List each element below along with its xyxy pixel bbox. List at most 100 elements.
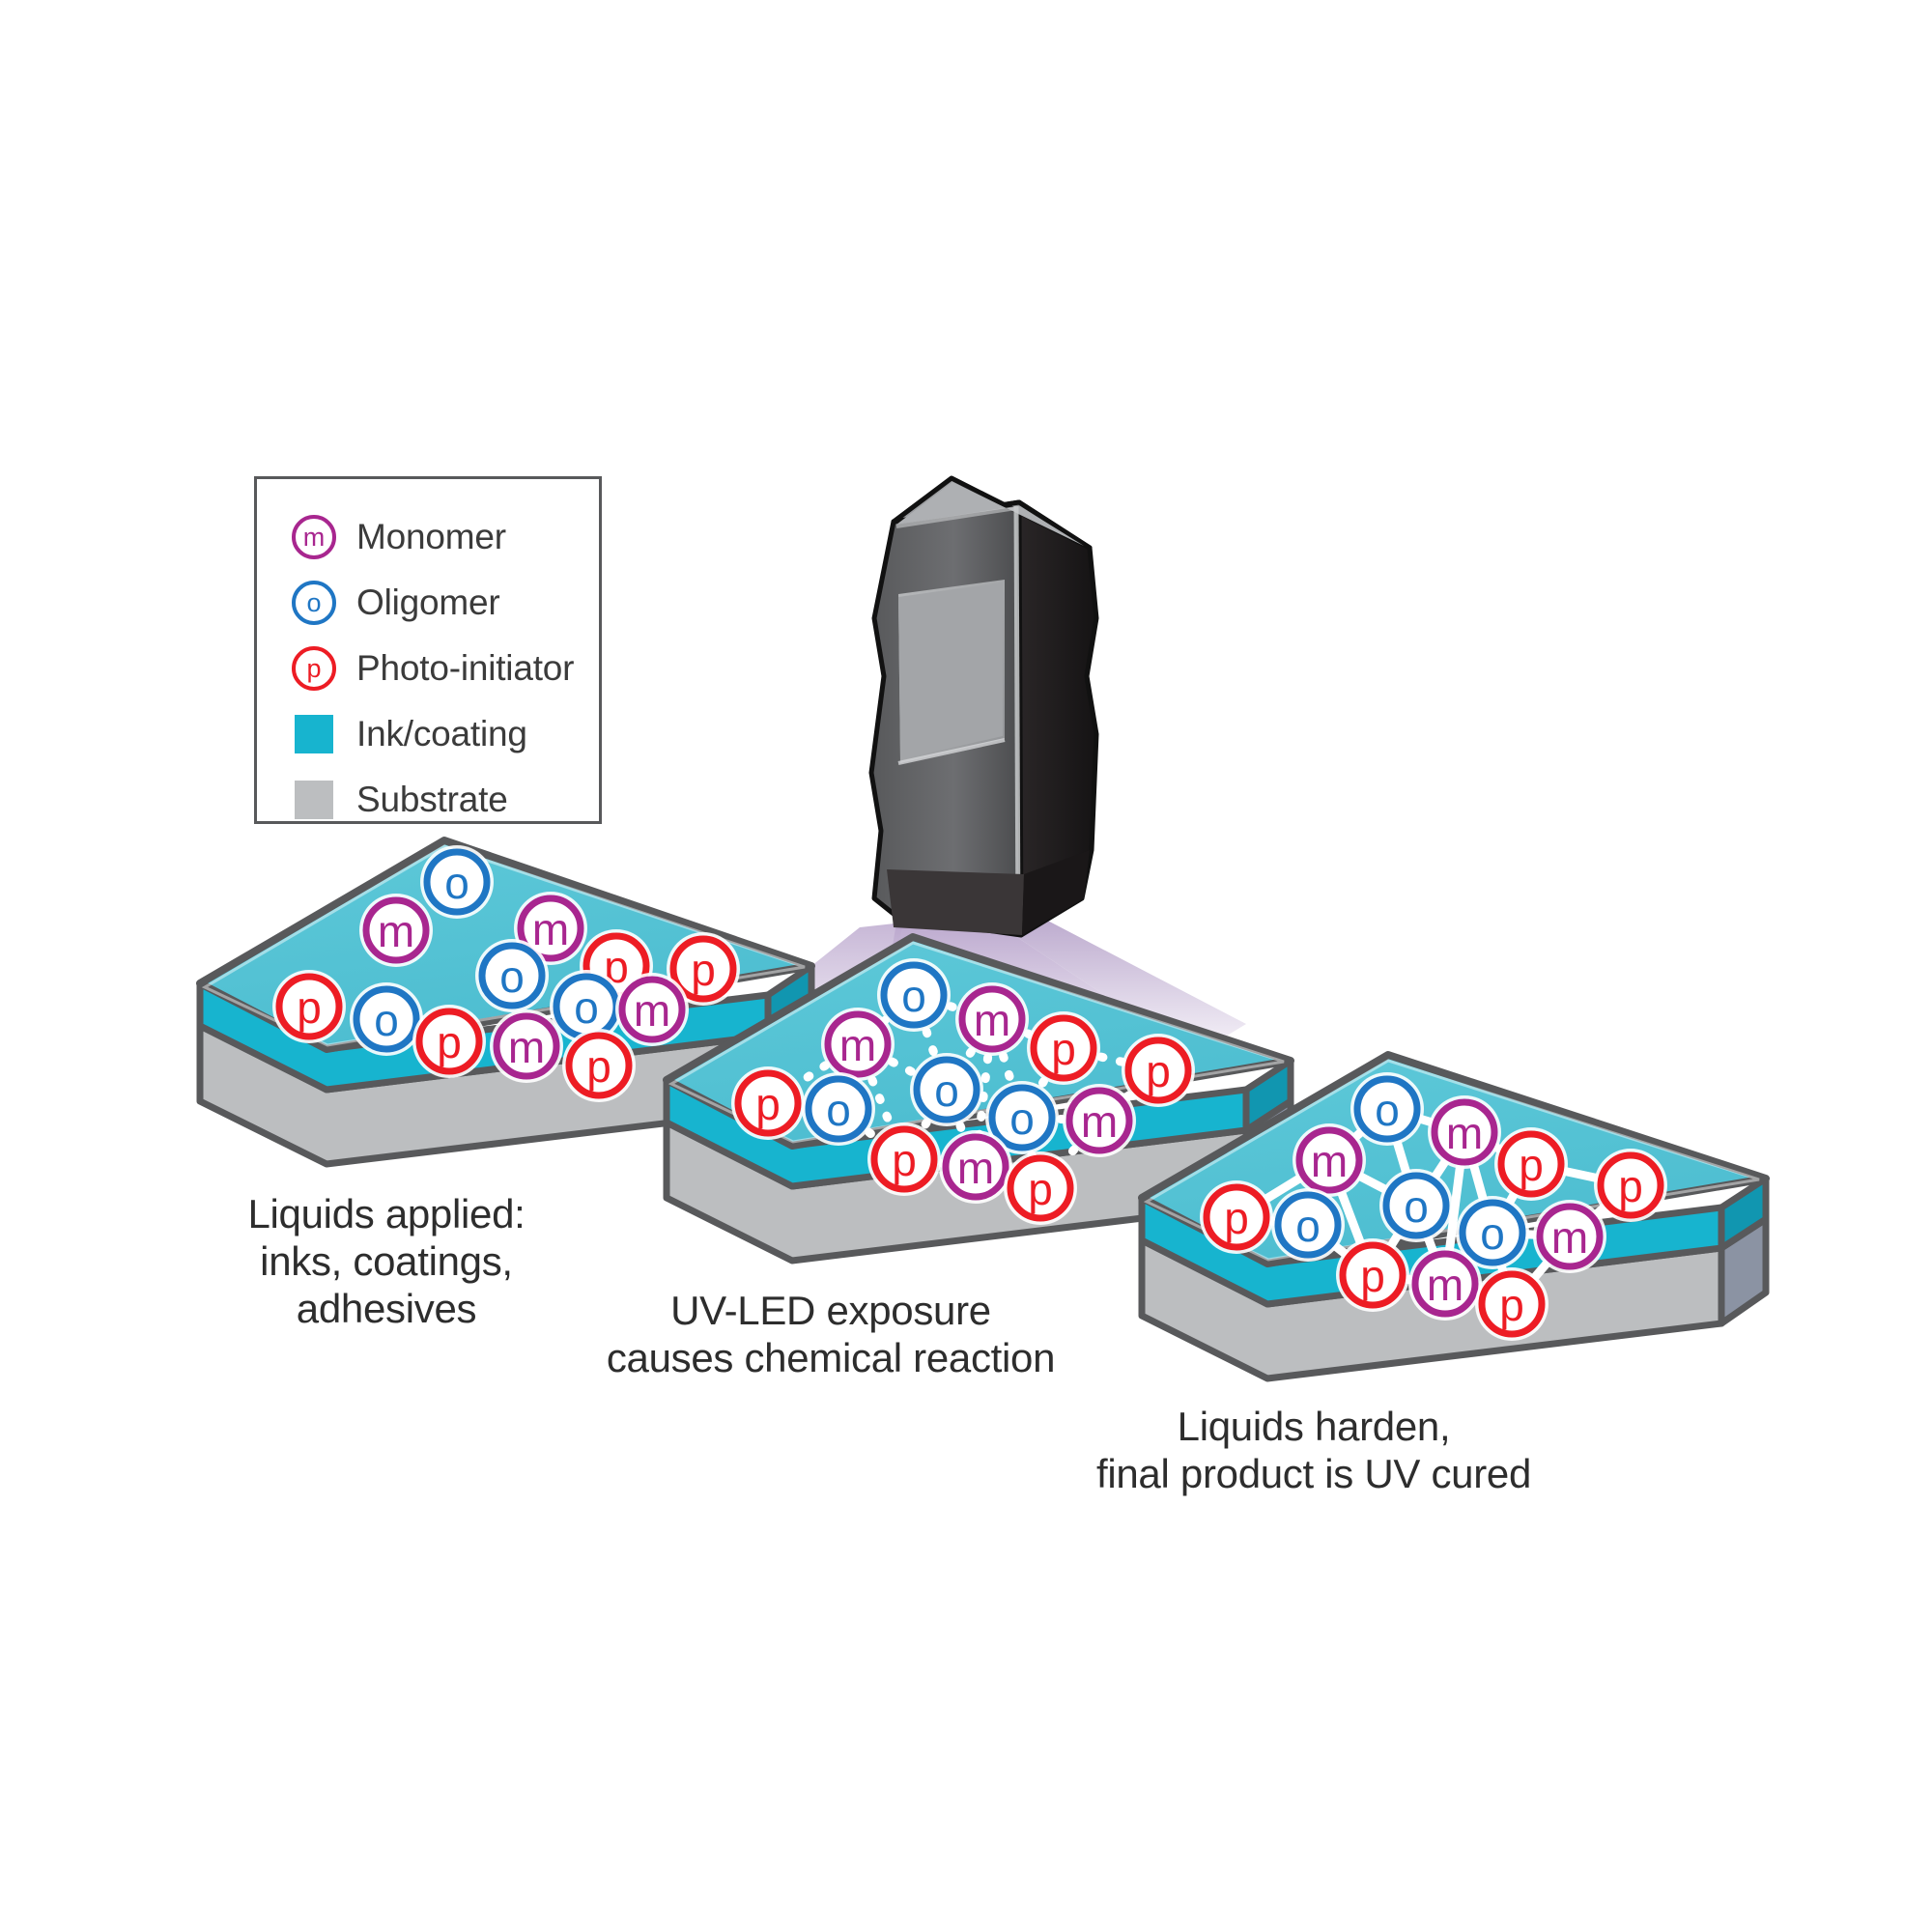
molecule-m: m xyxy=(1293,1123,1366,1197)
bond xyxy=(1017,1113,1104,1125)
molecule-p: p xyxy=(1004,1151,1077,1225)
molecule-p: p xyxy=(1200,1180,1273,1254)
molecule-label: p xyxy=(691,945,716,995)
legend-label-ink-coating: Ink/coating xyxy=(356,714,527,753)
molecule-label: m xyxy=(1311,1136,1348,1186)
bond xyxy=(834,1104,909,1164)
molecule-label: o xyxy=(1375,1085,1400,1135)
molecule-label: p xyxy=(1360,1251,1385,1301)
molecule-p: p xyxy=(562,1029,636,1102)
molecule-o: o xyxy=(1379,1169,1453,1242)
molecule-label: m xyxy=(957,1143,994,1193)
molecule-o: o xyxy=(1271,1188,1345,1262)
bond xyxy=(909,990,997,1024)
molecule-p: p xyxy=(1336,1238,1409,1312)
molecule-p: p xyxy=(667,932,740,1006)
molecule-label: p xyxy=(437,1017,462,1067)
caption-uv-led-exposure: UV-LED exposure causes chemical reaction xyxy=(606,1288,1056,1381)
photo-initiator-icon: p xyxy=(290,644,338,693)
uv-led-lamp xyxy=(868,475,1099,938)
molecule-o: o xyxy=(985,1081,1059,1154)
molecule-label: m xyxy=(378,906,414,956)
molecule-o: o xyxy=(475,939,549,1012)
molecule-m: m xyxy=(359,894,433,967)
molecule-label: m xyxy=(974,995,1010,1045)
molecule-p: p xyxy=(1027,1011,1100,1085)
molecule-p: p xyxy=(1494,1127,1568,1201)
molecule-label: o xyxy=(444,858,469,908)
molecule-o: o xyxy=(910,1053,983,1126)
legend-item-monomer: m Monomer xyxy=(290,504,599,570)
molecule-label: p xyxy=(1224,1193,1249,1243)
molecule-label: m xyxy=(508,1022,545,1072)
substrate-swatch xyxy=(290,776,338,824)
legend-label-monomer: Monomer xyxy=(356,517,506,556)
legend-item-substrate: Substrate xyxy=(290,767,599,833)
svg-text:m: m xyxy=(303,523,326,552)
molecule-m: m xyxy=(1408,1247,1482,1321)
molecule-label: p xyxy=(1618,1161,1643,1211)
molecule-p: p xyxy=(412,1005,486,1078)
molecule-label: o xyxy=(374,995,399,1045)
molecule-label: o xyxy=(1480,1208,1505,1259)
legend-item-ink-coating: Ink/coating xyxy=(290,701,599,767)
molecule-label: m xyxy=(1081,1096,1118,1147)
molecule-label: p xyxy=(1051,1024,1076,1074)
molecule-label: m xyxy=(532,904,569,954)
molecule-m: m xyxy=(1063,1084,1136,1157)
molecule-label: o xyxy=(901,971,926,1021)
oligomer-icon: o xyxy=(290,579,338,627)
molecule-o: o xyxy=(420,845,494,919)
legend-item-oligomer: o Oligomer xyxy=(290,570,599,636)
molecule-o: o xyxy=(802,1072,875,1146)
legend-label-photo-initiator: Photo-initiator xyxy=(356,648,575,688)
legend-label-oligomer: Oligomer xyxy=(356,582,500,622)
svg-text:o: o xyxy=(306,588,321,617)
bond xyxy=(942,1085,980,1172)
molecule-label: o xyxy=(1009,1094,1035,1144)
molecule-o: o xyxy=(877,958,951,1032)
molecule-label: m xyxy=(1446,1108,1483,1158)
bond xyxy=(899,1085,952,1164)
molecule-p: p xyxy=(1594,1149,1667,1222)
legend-item-photo-initiator: p Photo-initiator xyxy=(290,636,599,701)
molecule-label: p xyxy=(1028,1164,1053,1214)
molecule-m: m xyxy=(1533,1200,1606,1273)
legend-label-substrate: Substrate xyxy=(356,780,508,819)
ink-coating-swatch xyxy=(290,710,338,758)
bond xyxy=(1017,1043,1068,1122)
molecule-label: p xyxy=(755,1079,781,1129)
molecule-m: m xyxy=(821,1008,895,1081)
caption-liquids-harden: Liquids harden, final product is UV cure… xyxy=(1095,1404,1532,1497)
molecule-label: o xyxy=(1295,1201,1321,1251)
molecule-label: o xyxy=(499,952,525,1002)
molecule-label: p xyxy=(1519,1140,1544,1190)
molecule-m: m xyxy=(1428,1095,1501,1169)
molecule-label: p xyxy=(586,1041,611,1092)
molecule-o: o xyxy=(1456,1196,1529,1269)
molecule-label: m xyxy=(839,1020,876,1070)
molecule-label: p xyxy=(1499,1280,1524,1330)
molecule-label: m xyxy=(1427,1260,1463,1310)
svg-text:p: p xyxy=(306,654,321,683)
monomer-icon: m xyxy=(290,513,338,561)
molecule-label: o xyxy=(934,1065,959,1116)
molecule-o: o xyxy=(1350,1072,1424,1146)
molecule-label: p xyxy=(297,982,322,1033)
molecule-p: p xyxy=(272,970,346,1043)
molecule-label: o xyxy=(1404,1181,1429,1232)
molecule-label: p xyxy=(892,1135,917,1185)
molecule-label: m xyxy=(1551,1212,1588,1263)
caption-liquids-applied: Liquids applied: inks, coatings, adhesiv… xyxy=(247,1191,526,1332)
molecule-m: m xyxy=(490,1009,563,1083)
legend-box: m Monomer o Oligomer p Photo-initiator xyxy=(254,476,602,824)
bond xyxy=(987,1014,1068,1053)
molecule-label: p xyxy=(1146,1046,1171,1096)
molecule-m: m xyxy=(955,982,1029,1056)
